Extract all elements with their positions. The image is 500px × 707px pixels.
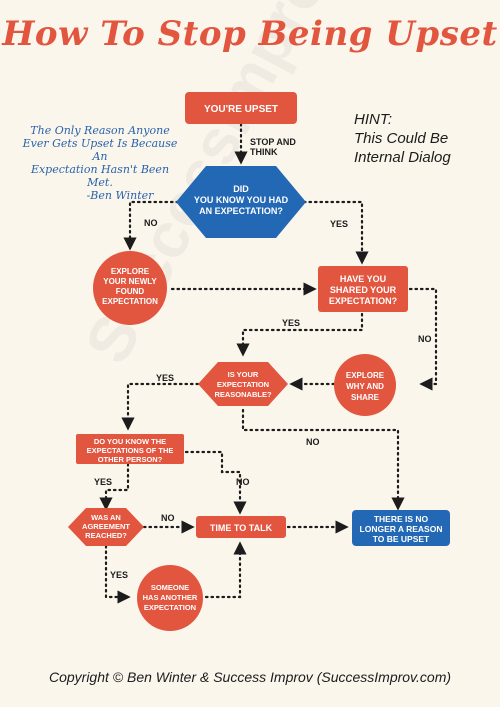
node-expectation-question — [176, 166, 306, 238]
node-text: EXPECTATION — [102, 297, 158, 306]
connector-someone-to-talk — [204, 541, 247, 599]
connector-reasonable-yes — [121, 382, 200, 431]
node-no-longer-upset — [352, 510, 450, 546]
node-someone-else-expectation — [137, 565, 203, 631]
node-know-other-expectations — [76, 434, 184, 464]
node-text: LONGER A REASON — [360, 524, 443, 534]
node-text: TO BE UPSET — [373, 534, 430, 544]
node-youre-upset-label: YOU'RE UPSET — [204, 104, 278, 115]
connector-reasonable-no — [241, 408, 405, 511]
connector-know-yes — [99, 462, 130, 511]
copyright-footer: Copyright © Ben Winter & Success Improv … — [48, 669, 452, 685]
node-text: REACHED? — [85, 531, 127, 540]
edge-label-yes: YES — [330, 219, 348, 229]
hint-label: HINT: — [354, 111, 393, 128]
edge-label-yes: YES — [156, 373, 174, 383]
node-text: HAVE YOU — [340, 274, 386, 284]
node-text: HAS ANOTHER — [143, 593, 198, 602]
node-text: YOU KNOW YOU HAD — [194, 195, 289, 205]
edge-label-no: NO — [236, 477, 250, 487]
node-text: EXPECTATION — [144, 603, 196, 612]
node-text: DO YOU KNOW THE — [94, 437, 166, 446]
node-text: OTHER PERSON? — [98, 455, 163, 464]
node-text: WHY AND — [346, 382, 384, 391]
stop-think-label: THINK — [250, 147, 278, 157]
node-text: SHARE — [351, 393, 380, 402]
quote-line: Ever Gets Upset Is Because An — [22, 137, 178, 163]
node-text: IS YOUR — [228, 370, 259, 379]
node-text: EXPLORE — [346, 371, 385, 380]
quote-author: -Ben Winter — [86, 189, 154, 202]
page-title: How To Stop Being Upset — [2, 14, 498, 54]
hint-line: Internal Dialog — [354, 149, 451, 166]
node-explore-new-expectation — [93, 251, 167, 325]
hint-line: This Could Be — [354, 130, 449, 147]
node-text: EXPECTATION — [217, 380, 269, 389]
hint-block: HINT: This Could Be Internal Dialog — [354, 110, 494, 167]
node-shared-question — [318, 266, 408, 312]
node-text: WAS AN — [91, 513, 121, 522]
node-time-to-talk-label: TIME TO TALK — [210, 523, 273, 533]
edge-label-no: NO — [306, 437, 320, 447]
node-agreement-question — [68, 508, 144, 546]
node-explore-why-share — [334, 354, 396, 416]
node-youre-upset — [185, 92, 297, 124]
connector-shared-no — [408, 287, 438, 391]
node-text: SOMEONE — [151, 583, 189, 592]
node-text: SHARED YOUR — [330, 285, 397, 295]
quote-block: The Only Reason Anyone Ever Gets Upset I… — [20, 124, 180, 202]
node-reasonable-question — [198, 362, 288, 406]
node-time-to-talk — [196, 516, 286, 538]
connector-agreement-yes — [104, 544, 131, 604]
node-text: THERE IS NO — [374, 514, 429, 524]
connector-know-no — [184, 450, 247, 515]
edge-label-no: NO — [418, 334, 432, 344]
connector-expectation-yes — [302, 200, 369, 265]
quote-line: Expectation Hasn't Been Met. — [30, 163, 170, 189]
node-text: YOUR NEWLY — [103, 277, 157, 286]
node-text: EXPECTATION? — [329, 296, 397, 306]
stop-think-label: STOP AND — [250, 137, 296, 147]
node-text: AGREEMENT — [82, 522, 130, 531]
edge-label-yes: YES — [282, 318, 300, 328]
edge-label-yes: YES — [110, 570, 128, 580]
node-text: FOUND — [116, 287, 145, 296]
edge-label-no: NO — [161, 513, 175, 523]
node-text: AN EXPECTATION? — [199, 206, 283, 216]
node-text: DID — [233, 184, 249, 194]
node-text: EXPLORE — [111, 267, 150, 276]
node-text: REASONABLE? — [214, 390, 272, 399]
edge-label-no: NO — [144, 218, 158, 228]
node-text: EXPECTATIONS OF THE — [87, 446, 174, 455]
connector-shared-yes — [236, 312, 364, 357]
quote-line: The Only Reason Anyone — [30, 124, 170, 137]
edge-label-yes: YES — [94, 477, 112, 487]
connector-expectation-no — [123, 200, 180, 251]
